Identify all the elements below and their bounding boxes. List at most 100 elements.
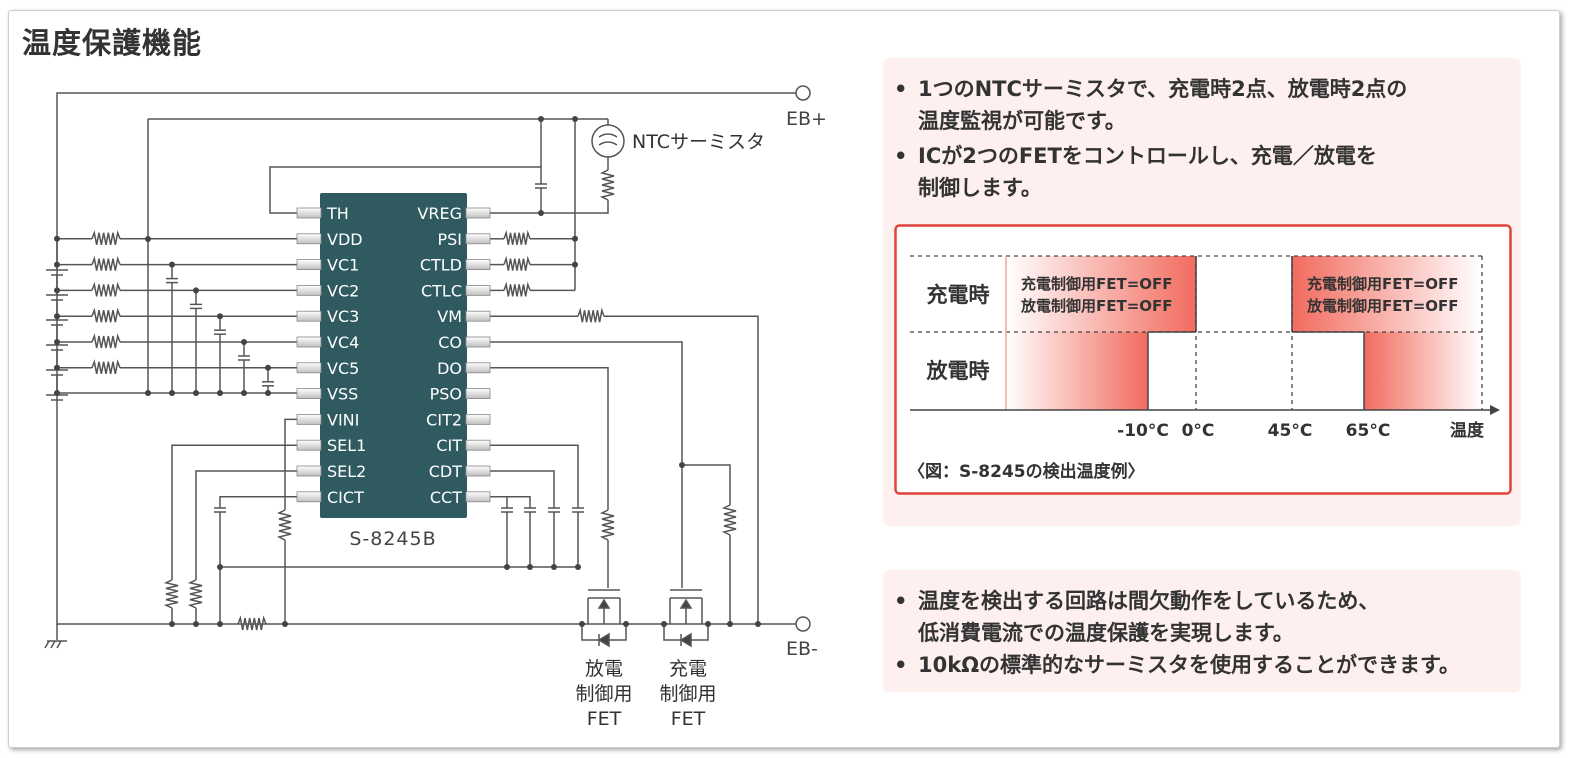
pin-label-cdt: CDT — [429, 462, 462, 481]
bullet-dot: • — [894, 144, 908, 168]
top-bullet-2-line-2: 制御します。 — [918, 176, 1042, 200]
bottom-bullet-2-line-1: 10kΩの標準的なサーミスタを使用することができます。 — [918, 653, 1460, 677]
resistor — [276, 509, 292, 541]
bottom-bullet-1-line-1: 温度を検出する回路は間欠動作をしているため、 — [918, 589, 1380, 613]
pin-label-ctlc: CTLC — [421, 281, 462, 300]
ic-pin — [296, 284, 322, 296]
ic-pin — [465, 491, 491, 503]
discharge-fet-icon — [597, 598, 611, 609]
ground-hatch — [56, 640, 62, 649]
junction-dot — [217, 564, 223, 570]
pin-label-vm: VM — [437, 307, 462, 326]
pin-label-cit: CIT — [436, 436, 462, 455]
fet-discharge-label-2: 制御用 — [575, 683, 632, 705]
ic-pin — [296, 207, 322, 219]
ic-pin — [296, 413, 322, 425]
junction-dot — [193, 621, 199, 627]
wire — [171, 444, 297, 580]
ic-pin — [296, 310, 322, 322]
tick-label: 45°C — [1268, 421, 1313, 441]
junction-dot — [265, 364, 271, 371]
junction-dot — [572, 235, 578, 242]
junction-dot — [572, 261, 578, 268]
junction-dot — [623, 621, 629, 627]
resistor — [187, 579, 203, 609]
pin-label-vss: VSS — [327, 385, 358, 404]
chip-name: S-8245B — [349, 528, 436, 550]
ground-hatch — [44, 640, 50, 649]
wire — [269, 166, 541, 214]
ic-pin — [465, 259, 491, 271]
page-title: 温度保護機能 — [22, 26, 203, 60]
pin-label-co: CO — [438, 333, 462, 352]
junction-dot — [538, 210, 544, 216]
ground-hatch — [50, 640, 56, 649]
junction-dot — [265, 390, 271, 396]
tick-label: 65°C — [1346, 421, 1391, 441]
pin-label-cict: CICT — [327, 488, 364, 507]
fet-charge-label-1: 充電 — [669, 658, 707, 680]
high-temp-charge-off — [1292, 256, 1482, 332]
high-temp-discharge-off — [1364, 332, 1482, 410]
bullet-dot: • — [894, 589, 908, 613]
wire — [490, 470, 555, 508]
junction-dot — [282, 621, 288, 627]
junction-dot — [54, 364, 60, 371]
axis-label: 温度 — [1450, 420, 1485, 441]
low-temp-charge-off — [1006, 256, 1196, 332]
junction-dot — [217, 313, 223, 320]
wire — [195, 470, 297, 580]
resistor — [599, 509, 615, 541]
junction-dot — [169, 261, 175, 268]
resistor — [91, 230, 121, 245]
resistor — [91, 307, 121, 323]
resistor — [503, 281, 531, 297]
ic-pin — [296, 465, 322, 477]
junction-dot — [54, 235, 60, 242]
resistor — [577, 307, 605, 323]
thermistor-symbol — [598, 133, 618, 146]
junction-dot — [705, 621, 711, 627]
low-temp-discharge-off — [1006, 332, 1148, 410]
pin-label-cct: CCT — [430, 488, 462, 507]
bullet-dot: • — [894, 653, 908, 677]
ic-pin — [296, 439, 322, 451]
ic-pin — [296, 336, 322, 348]
wire — [284, 418, 297, 510]
ic-pin — [296, 362, 322, 374]
junction-dot — [169, 390, 175, 396]
resistor — [599, 169, 615, 201]
ic-pin — [465, 388, 491, 400]
wire — [490, 444, 579, 508]
ic-pin — [465, 413, 491, 425]
tick-label: 0°C — [1182, 421, 1215, 441]
wire — [490, 496, 508, 508]
pin-label-vc4: VC4 — [327, 333, 359, 352]
resistor — [721, 504, 737, 536]
junction-dot — [551, 564, 557, 570]
ic-pin — [465, 310, 491, 322]
top-bullet-1: • 1つのNTCサーミスタで、充電時2点、放電時2点の 温度監視が可能です。 — [894, 73, 1407, 137]
ic-pin — [465, 233, 491, 245]
wire — [490, 367, 609, 510]
pin-label-th: TH — [326, 204, 349, 223]
fet-discharge-label-1: 放電 — [585, 658, 623, 680]
high-off-text-1: 充電制御用FET=OFF — [1307, 275, 1459, 293]
resistor — [91, 255, 121, 271]
pin-label-psi: PSI — [437, 230, 462, 249]
low-off-text-1: 充電制御用FET=OFF — [1021, 275, 1173, 293]
top-bullet-2: • ICが2つのFETをコントロールし、充電／放電を 制御します。 — [894, 140, 1377, 204]
tick-label: -10°C — [1117, 421, 1169, 441]
temperature-chart: 充電時 放電時 充電制御用FET=OFF 放電制御用FET=OFF 充電制御用F… — [894, 224, 1512, 495]
row-label-discharge: 放電時 — [926, 359, 990, 383]
junction-dot — [145, 390, 151, 396]
ic-pin — [465, 465, 491, 477]
resistor — [91, 333, 121, 349]
junction-dot — [241, 339, 247, 345]
bottom-bullet-1: • 温度を検出する回路は間欠動作をしているため、 低消費電流での温度保護を実現し… — [894, 585, 1380, 649]
ic-pin — [465, 362, 491, 374]
ic-pin — [465, 284, 491, 296]
junction-dot — [193, 287, 199, 294]
resistor — [503, 229, 531, 245]
discharge-fet-icon-diode — [597, 632, 610, 648]
